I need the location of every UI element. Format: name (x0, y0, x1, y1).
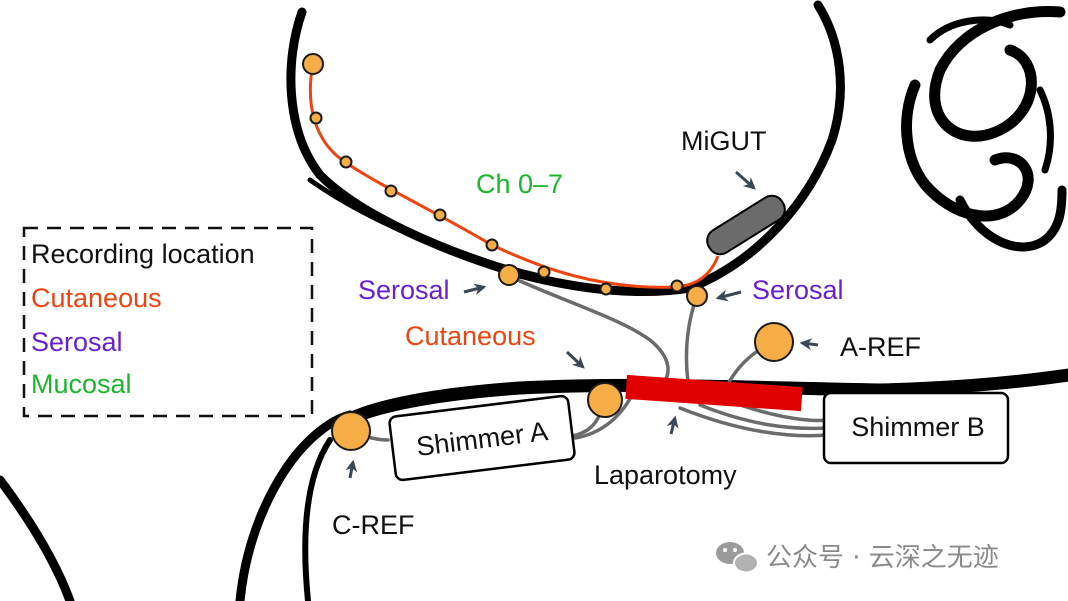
shimmer-b-box: Shimmer B (822, 391, 1010, 465)
a-ref-label: A-REF (840, 332, 921, 362)
watermark: 公众号 · 云深之无迹 (716, 542, 999, 574)
electrode-cutaneous (587, 382, 623, 418)
shimmer-b-label: Shimmer B (851, 412, 985, 442)
c-ref-label: C-REF (332, 510, 415, 540)
electrode-ch7 (599, 282, 613, 296)
electrode-ch1 (309, 111, 323, 125)
electrode-ch0 (302, 53, 324, 75)
electrodes (302, 53, 794, 451)
migut-label: MiGUT (681, 126, 766, 156)
arrow-cutaneous (565, 350, 585, 369)
laparotomy-label: Laparotomy (594, 460, 737, 490)
legend-item-mucosal: Mucosal (31, 369, 132, 399)
intestine-coils (901, 6, 1067, 252)
electrode-ch8 (670, 279, 684, 293)
arrow-serosal-left (463, 283, 487, 296)
electrode-ch3 (384, 184, 398, 198)
abdominal-wall-outer (302, 437, 333, 601)
electrode-serosal-right (686, 285, 708, 307)
electrode-ch6 (537, 265, 551, 279)
arrow-migut (735, 170, 756, 190)
arrow-a-ref (799, 338, 819, 351)
electrode-c-ref (331, 411, 371, 451)
wechat-icon (716, 542, 759, 574)
laparotomy-incision (625, 374, 803, 412)
electrode-ch5 (485, 238, 499, 252)
legend-title: Recording location (31, 239, 255, 269)
channels-label: Ch 0–7 (476, 169, 563, 199)
serosal-right-label: Serosal (752, 275, 844, 305)
watermark-text: 公众号 · 云深之无迹 (766, 543, 999, 573)
legend-item-cutaneous: Cutaneous (31, 283, 162, 313)
body-edge-left (0, 475, 75, 601)
shimmer-a-box: Shimmer A (388, 394, 576, 482)
cutaneous-label: Cutaneous (405, 321, 536, 351)
pointer-arrows (345, 170, 819, 479)
legend: Recording location Cutaneous Serosal Muc… (22, 226, 314, 418)
electrode-ch4 (433, 208, 447, 222)
electrode-serosal-left (498, 264, 520, 286)
migut-device (706, 194, 786, 256)
electrode-ch2 (339, 155, 353, 169)
arrow-c-ref (345, 459, 358, 479)
stomach-outline (286, 0, 845, 297)
abdominal-wall-inner (235, 410, 355, 601)
arrow-laparotomy (666, 415, 679, 435)
arrow-serosal-right (715, 289, 742, 302)
serosal-left-label: Serosal (358, 275, 450, 305)
legend-item-serosal: Serosal (31, 327, 123, 357)
electrode-a-ref (754, 322, 794, 362)
